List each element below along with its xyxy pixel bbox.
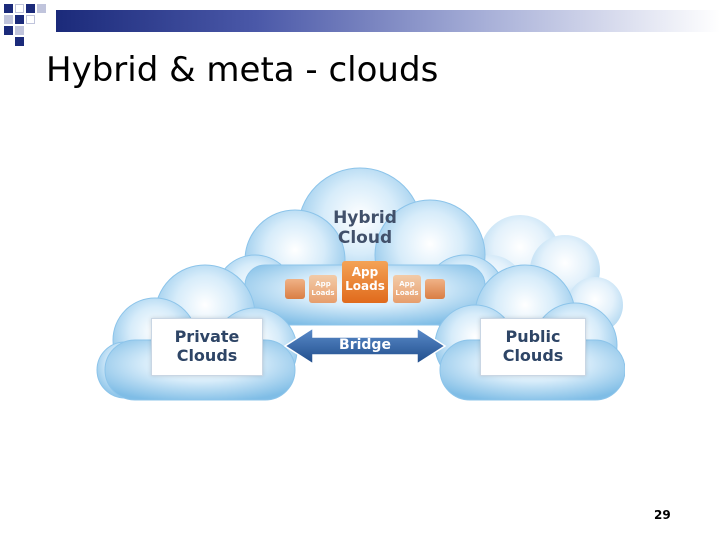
hybrid-cloud-label: Hybrid Cloud <box>333 208 397 248</box>
header-gradient-bar <box>56 10 720 32</box>
public-clouds-label: Public Clouds <box>502 327 564 365</box>
private-clouds-box: Private Clouds <box>151 318 263 376</box>
private-clouds-label: Private Clouds <box>174 327 240 365</box>
app-loads-left: App Loads <box>309 275 337 303</box>
page-number: 29 <box>654 508 671 522</box>
bridge-arrow <box>283 326 447 366</box>
slide-title: Hybrid & meta - clouds <box>46 50 439 90</box>
app-load-block-far-right <box>425 279 445 299</box>
app-loads-main: App Loads <box>342 261 388 303</box>
slide-header-decoration <box>0 0 720 46</box>
header-squares-icon <box>0 0 60 48</box>
bridge-label: Bridge <box>339 337 391 353</box>
hybrid-cloud-diagram: Hybrid Cloud App Loads App Loads App Loa… <box>95 165 625 435</box>
app-loads-right: App Loads <box>393 275 421 303</box>
app-load-block-far-left <box>285 279 305 299</box>
public-clouds-box: Public Clouds <box>480 318 586 376</box>
